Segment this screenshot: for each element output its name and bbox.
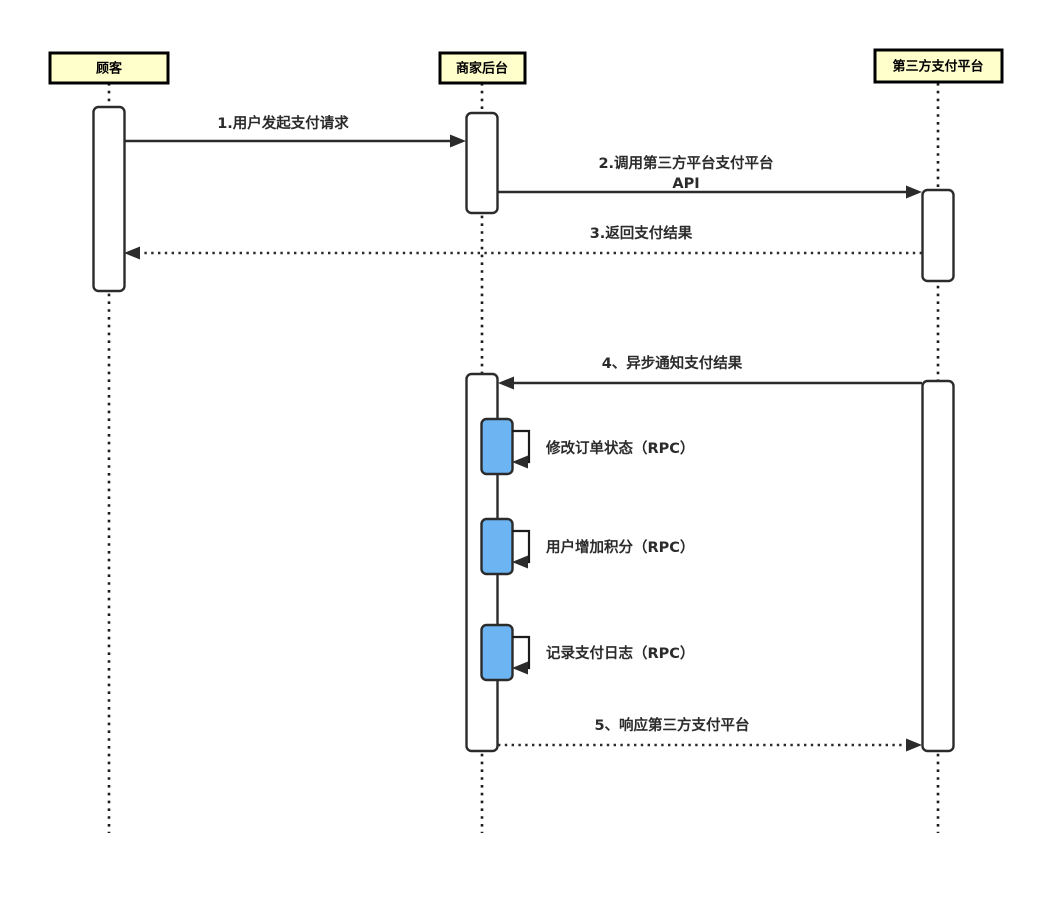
self-call-b-arrowhead — [512, 555, 528, 569]
self-call-b-group: 用户增加积分（RPC） — [480, 517, 694, 576]
activation-merchant-1 — [465, 111, 499, 215]
participant-merchant-box[interactable] — [438, 51, 527, 85]
participant-merchant-label: 商家后台 — [456, 61, 508, 77]
self-call-c-label: 记录支付日志（RPC） — [546, 644, 694, 662]
message-1-arrowhead — [450, 134, 466, 148]
message-5-group: 5、响应第三方支付平台 — [498, 716, 922, 752]
self-call-a-label: 修改订单状态（RPC） — [545, 439, 694, 457]
message-2-arrowhead — [906, 185, 922, 199]
self-call-c-group: 记录支付日志（RPC） — [480, 623, 694, 682]
message-2-label-line1: 2.调用第三方平台支付平台 — [598, 154, 773, 172]
participant-customer[interactable]: 顾客 — [48, 51, 170, 85]
self-call-c-activation — [480, 623, 514, 682]
participant-merchant[interactable]: 商家后台 — [438, 51, 527, 85]
self-call-b-label: 用户增加积分（RPC） — [546, 538, 694, 556]
activation-customer-1 — [92, 105, 126, 293]
message-1-label: 1.用户发起支付请求 — [217, 114, 349, 132]
activation-bars — [92, 105, 955, 753]
self-call-a-activation — [480, 417, 514, 476]
participant-thirdparty-box[interactable] — [873, 48, 1004, 84]
activation-thirdparty-2 — [921, 379, 955, 753]
message-5-arrowhead — [906, 738, 922, 752]
self-call-a-group: 修改订单状态（RPC） — [480, 417, 694, 476]
participant-headers[interactable]: 顾客 商家后台 第三方支付平台 — [48, 48, 1004, 85]
participant-customer-label: 顾客 — [96, 61, 123, 77]
message-4-label: 4、异步通知支付结果 — [602, 354, 743, 372]
self-call-a-arrowhead — [512, 455, 528, 469]
activation-thirdparty-1 — [921, 188, 955, 283]
message-2-group: 2.调用第三方平台支付平台 API — [497, 154, 922, 199]
participant-thirdparty[interactable]: 第三方支付平台 — [873, 48, 1004, 84]
self-call-b-activation — [480, 517, 514, 576]
message-4-arrowhead — [498, 376, 514, 390]
message-1-group: 1.用户发起支付请求 — [124, 114, 466, 148]
message-5-label: 5、响应第三方支付平台 — [594, 716, 749, 734]
message-3-label: 3.返回支付结果 — [590, 224, 693, 242]
message-2-label-line2: API — [672, 176, 699, 192]
message-4-group: 4、异步通知支付结果 — [498, 354, 922, 390]
message-3-group: 3.返回支付结果 — [124, 224, 922, 260]
message-3-arrowhead — [124, 246, 140, 260]
participant-customer-box[interactable] — [48, 51, 170, 85]
participant-thirdparty-label: 第三方支付平台 — [892, 59, 983, 75]
self-call-c-arrowhead — [512, 661, 528, 675]
